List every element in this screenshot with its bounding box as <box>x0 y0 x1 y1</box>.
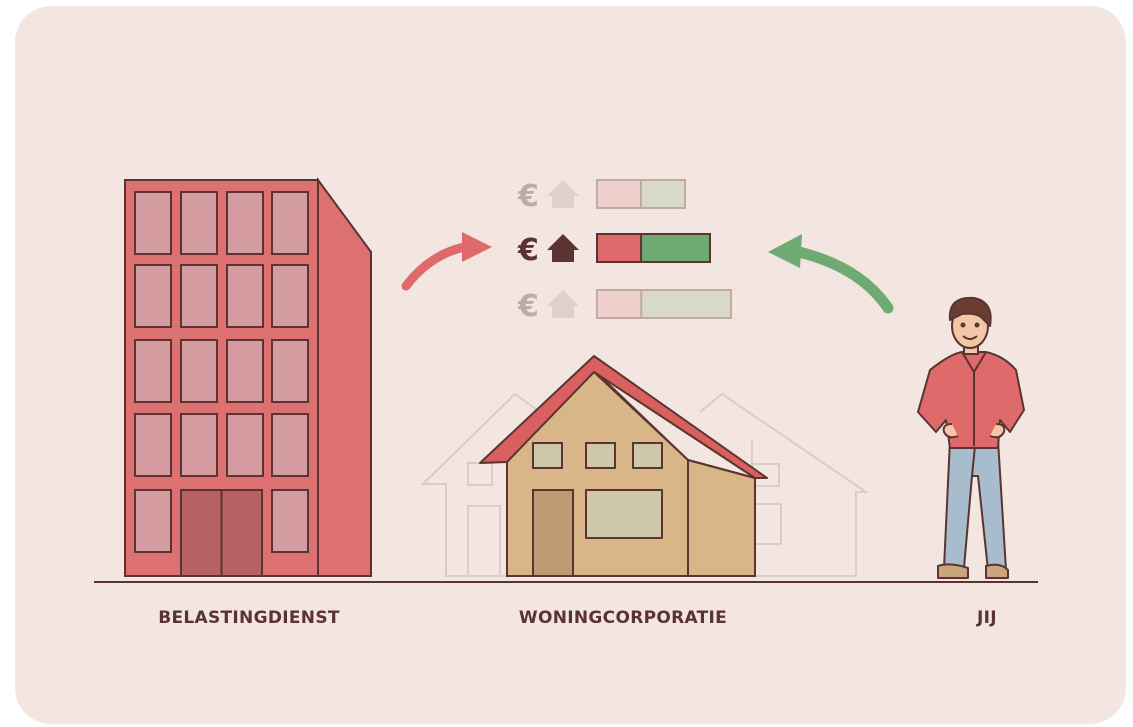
euro-icon: € <box>517 289 539 324</box>
house-icon <box>547 180 579 208</box>
euro-icon: € <box>517 179 539 214</box>
person-you <box>917 296 1025 579</box>
income-row: € <box>517 179 686 214</box>
office-window <box>226 339 264 403</box>
bar-outline <box>596 179 686 209</box>
office-window <box>226 413 264 477</box>
office-window <box>134 489 172 553</box>
office-window <box>271 191 309 255</box>
income-rows: € € € <box>517 179 732 324</box>
office-window <box>134 264 172 328</box>
bar-outline <box>596 233 711 263</box>
label-tax-office: BELASTINGDIENST <box>158 608 340 628</box>
bar-outline <box>596 289 732 319</box>
office-window <box>271 264 309 328</box>
office-window <box>271 489 309 553</box>
main-house <box>479 355 768 577</box>
label-you: JIJ <box>977 608 997 628</box>
income-row: € <box>517 233 711 268</box>
house-icon <box>547 234 579 262</box>
office-windows <box>134 191 309 553</box>
office-window <box>180 413 218 477</box>
office-window <box>180 339 218 403</box>
label-housing-corporation: WONINGCORPORATIE <box>518 608 728 628</box>
income-row: € <box>517 289 732 324</box>
euro-icon: € <box>517 233 539 268</box>
office-window <box>271 339 309 403</box>
bar-red-segment <box>597 290 642 318</box>
office-window <box>226 191 264 255</box>
office-window <box>180 191 218 255</box>
bar-green-segment <box>641 234 710 262</box>
house-icon <box>547 290 579 318</box>
office-door <box>180 489 263 577</box>
office-window <box>180 264 218 328</box>
office-building <box>124 176 372 577</box>
bar-red-segment <box>597 234 642 262</box>
bar-green-segment <box>641 290 731 318</box>
arrow-right-icon <box>401 232 492 291</box>
bar-green-segment <box>641 180 685 208</box>
office-window <box>271 413 309 477</box>
arrow-left-icon <box>768 234 894 314</box>
office-window <box>226 264 264 328</box>
office-window <box>134 413 172 477</box>
office-window <box>134 339 172 403</box>
bar-red-segment <box>597 180 641 208</box>
office-window <box>134 191 172 255</box>
